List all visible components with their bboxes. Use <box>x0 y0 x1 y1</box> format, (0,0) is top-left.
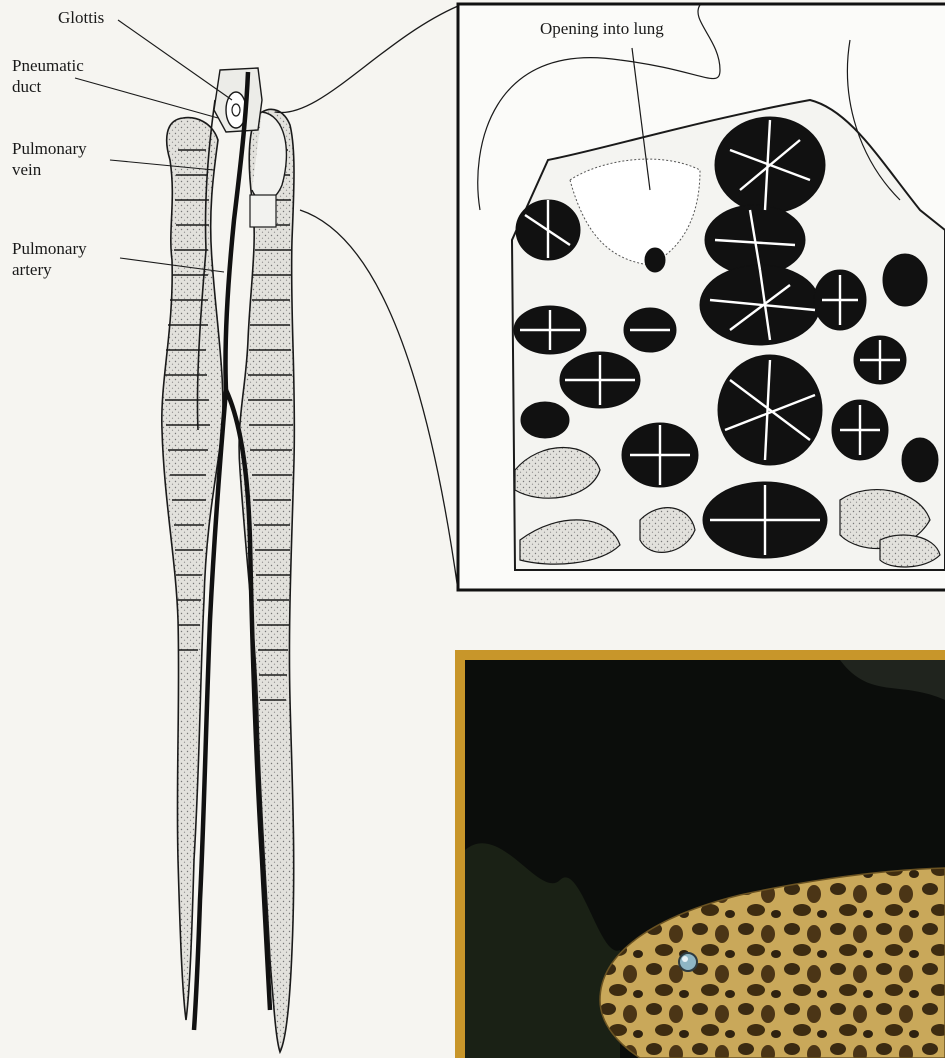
label-opening-into-lung: Opening into lung <box>540 18 664 39</box>
lung-diagram <box>75 6 458 1052</box>
alveolar-inset <box>458 4 945 590</box>
label-pulmonary-artery: Pulmonary artery <box>12 238 87 280</box>
label-pulmonary-vein: Pulmonary vein <box>12 138 87 180</box>
label-glottis: Glottis <box>58 7 104 28</box>
lungfish-photo <box>455 650 945 1058</box>
label-pneumatic-duct: Pneumatic duct <box>12 55 84 97</box>
fish-eye <box>679 953 697 971</box>
